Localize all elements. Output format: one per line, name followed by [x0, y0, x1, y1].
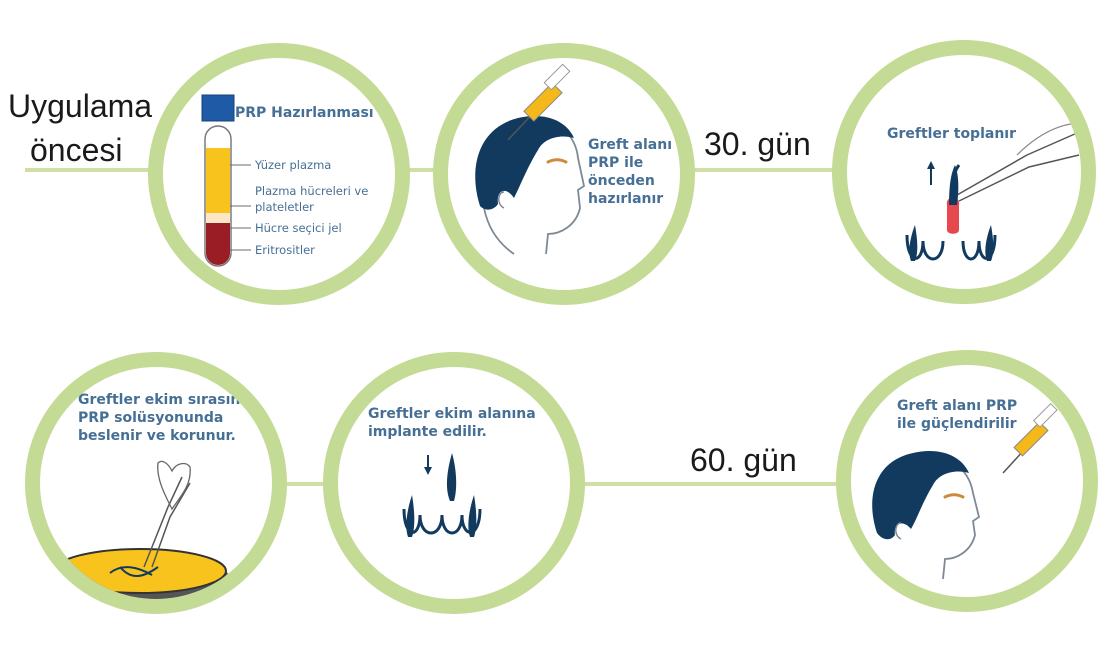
- graft-area-prep-text-1: Greft alanı: [588, 137, 673, 153]
- label-day60: 60. gün: [690, 440, 801, 480]
- graft-area-strengthened-text-1: Greft alanı PRP: [897, 398, 1018, 414]
- hair-implant-icon: [402, 453, 482, 537]
- test-tube-icon: [201, 94, 251, 267]
- label-before-line1: Uygulama: [8, 88, 153, 124]
- timeline-line-bottom-right: [560, 482, 860, 486]
- step-prp-prep-circle: PRP Hazırlanması Yüzer plazma Plazma hüc…: [148, 43, 410, 305]
- head-profile-icon-2: [872, 402, 1058, 580]
- grafts-implanted-text-2: implante edilir.: [368, 424, 487, 440]
- step-grafts-collected-circle: Greftler toplanır: [832, 40, 1096, 304]
- timeline-line-bottom-left: [255, 482, 340, 486]
- grafts-collected-text: Greftler toplanır: [887, 126, 1016, 142]
- graft-area-strengthened-text-2: ile güçlendirilir: [897, 416, 1017, 432]
- hair-follicle-extraction-icon: [905, 122, 1080, 261]
- step-graft-area-strengthened-circle: Greft alanı PRP ile güçlendirilir: [836, 350, 1098, 612]
- layer-floating-plasma: Yüzer plazma: [255, 158, 332, 172]
- grafts-nourished-text-2: PRP solüsyonunda: [78, 410, 224, 426]
- syringe-icon-2: [1002, 402, 1058, 474]
- layer-cell-gel: Hücre seçici jel: [255, 221, 342, 235]
- step-grafts-implanted-circle: Greftler ekim alanına implante edilir.: [323, 352, 585, 614]
- head-profile-icon: [475, 63, 586, 255]
- label-before-line2: öncesi: [30, 132, 123, 168]
- grafts-implanted-text-1: Greftler ekim alanına: [368, 406, 536, 422]
- label-day30: 30. gün: [704, 124, 815, 164]
- timeline-line-top-left: [25, 168, 155, 172]
- graft-area-prep-text-2: PRP ile: [588, 155, 644, 171]
- prp-prep-title: PRP Hazırlanması: [235, 105, 374, 121]
- graft-area-prep-text-4: hazırlanır: [588, 191, 664, 207]
- layer-erythrocytes: Eritrositler: [255, 243, 315, 257]
- petri-dish-icon: [50, 460, 230, 599]
- step-graft-area-prep-circle: Greft alanı PRP ile önceden hazırlanır: [433, 43, 695, 305]
- layer-plasma-cells-1: Plazma hücreleri ve: [255, 184, 369, 198]
- graft-area-prep-text-3: önceden: [588, 173, 655, 189]
- layer-plasma-cells-2: plateletler: [255, 200, 314, 214]
- skin-follicles-icon: [905, 225, 997, 261]
- timeline-line-top-mid1: [395, 168, 450, 172]
- grafts-nourished-text-3: beslenir ve korunur.: [78, 428, 236, 444]
- syringe-icon: [507, 63, 571, 141]
- grafts-nourished-text-1: Greftler ekim sırasında: [78, 392, 260, 408]
- timeline-line-top-mid2: [690, 168, 840, 172]
- step-grafts-nourished-circle: Greftler ekim sırasında PRP solüsyonunda…: [25, 352, 287, 614]
